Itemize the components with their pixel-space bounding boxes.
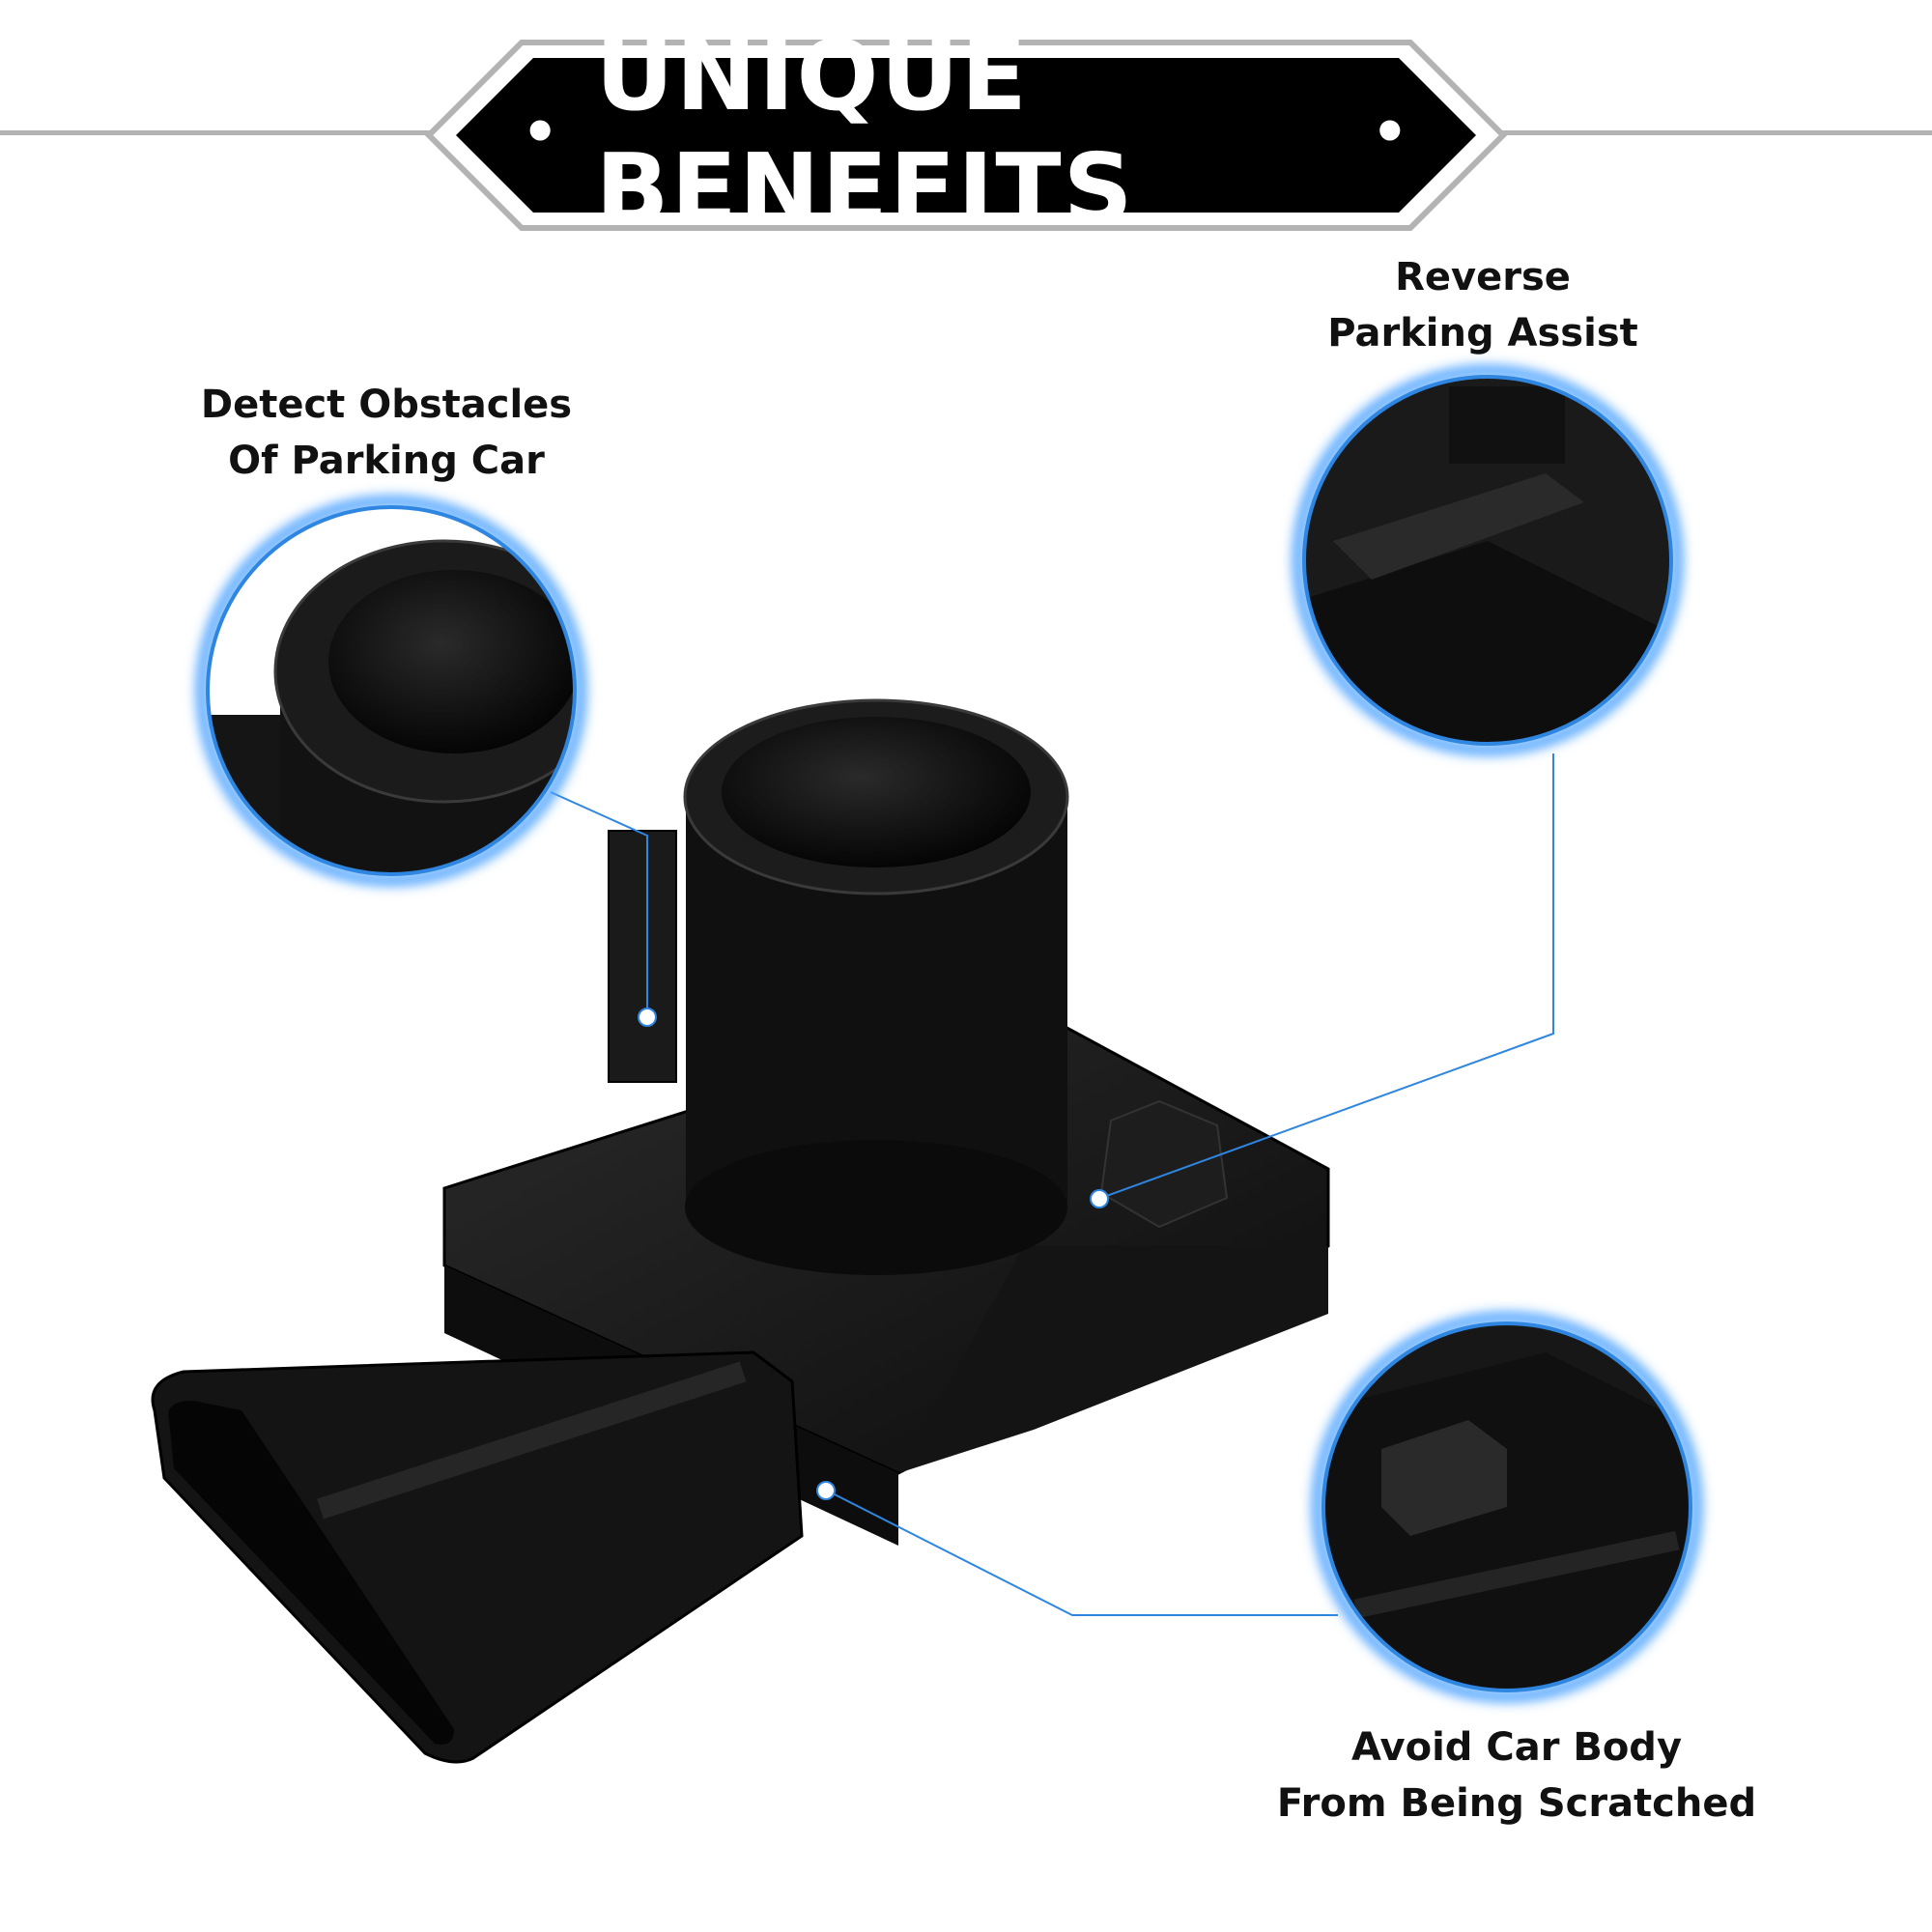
connector-scratch (830, 1492, 1338, 1616)
connector-reverse (1100, 753, 1554, 1199)
zoom-circle-latch (1293, 365, 1683, 755)
parking-sensor (151, 698, 1330, 1764)
page-title: UNIQUE BENEFITS (595, 19, 1135, 245)
bullet-right: • (1371, 99, 1410, 166)
callout-connectors (550, 753, 1554, 1616)
divider-right (1488, 130, 1932, 135)
title-banner: • UNIQUE BENEFITS • (522, 19, 1410, 245)
sensor-cap-face (722, 717, 1031, 867)
connector-dot-scratch (816, 1481, 836, 1500)
sensor-side-fin (608, 830, 677, 1083)
sensor-cylinder-bottom (685, 1140, 1067, 1275)
callout-label-detect-obstacles: Detect Obstacles Of Parking Car (200, 383, 573, 483)
zoom-circle-clip (1312, 1312, 1702, 1702)
callout-label-avoid-scratch: Avoid Car Body From Being Scratched (1276, 1725, 1757, 1826)
title-banner-shape (425, 40, 1507, 231)
connector-dot-reverse (1090, 1189, 1109, 1208)
bullet-left: • (522, 99, 561, 166)
sensor-plug-rib (317, 1361, 747, 1520)
divider-left (0, 130, 444, 135)
connector-dot-detect (638, 1008, 657, 1027)
sensor-plug (151, 1350, 804, 1764)
sensor-plug-opening (168, 1401, 455, 1745)
zoom-circle-sensor-cap (196, 496, 586, 886)
sensor-clip-right (898, 1246, 1328, 1473)
connector-detect (550, 791, 648, 1014)
callout-label-reverse-parking: Reverse Parking Assist (1327, 255, 1638, 355)
